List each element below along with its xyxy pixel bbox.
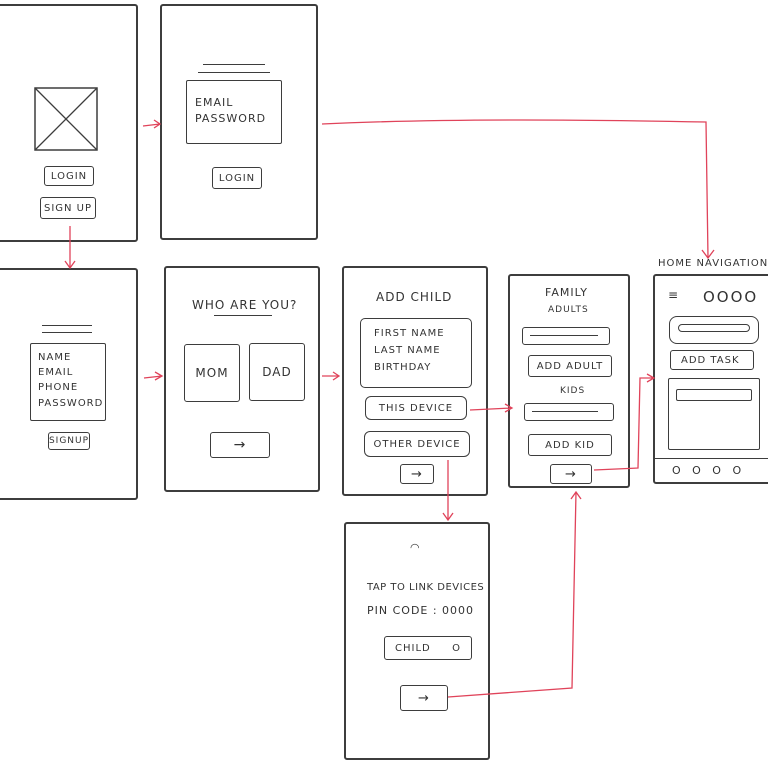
signup-title-line [42,325,92,326]
password-field[interactable]: PASSWORD [195,112,267,125]
home-title: HOME NAVIGATION [658,258,768,269]
child-label: CHILD [395,642,431,654]
progress-bar [678,324,750,332]
login-button[interactable]: LOGIN [212,167,262,189]
kid-entry[interactable] [524,403,614,421]
who-title: WHO ARE YOU? [192,298,298,312]
flow-arrow-start-to-login [142,119,162,129]
tap-to-link-text: TAP TO LINK DEVICES [367,582,485,593]
flow-arrow-who-to-child [322,371,341,381]
phone-field[interactable]: PHONE [38,382,79,393]
child-device-entry[interactable]: CHILD O [384,636,472,660]
start-signup-button[interactable]: SIGN UP [40,197,96,219]
add-child-screen [342,266,488,496]
menu-icon[interactable]: ≡ [668,288,680,302]
home-divider [655,458,768,459]
kid-entry-line [532,411,598,412]
signup-title-line [42,332,92,333]
add-child-title: ADD CHILD [376,290,453,304]
family-avatars[interactable]: OOOO [703,288,759,306]
adult-entry[interactable] [522,327,610,345]
dad-option[interactable]: DAD [249,343,305,401]
login-form-box [186,80,282,144]
family-next-button[interactable]: → [550,464,592,484]
link-next-button[interactable]: → [400,685,448,711]
add-task-button[interactable]: ADD TASK [670,350,754,370]
add-kid-button[interactable]: ADD KID [528,434,612,456]
signup-button[interactable]: SIGNUP [48,432,90,450]
this-device-button[interactable]: THIS DEVICE [365,396,467,420]
task-card[interactable] [668,378,760,450]
start-login-button[interactable]: LOGIN [44,166,94,186]
mom-option[interactable]: MOM [184,344,240,402]
who-next-button[interactable]: → [210,432,270,458]
login-title-line [198,72,270,73]
other-device-button[interactable]: OTHER DEVICE [364,431,470,457]
signup-form-box [30,343,106,421]
bottom-tab-bar[interactable]: O O O O [672,464,746,477]
last-name-field[interactable]: LAST NAME [374,345,441,356]
first-name-field[interactable]: FIRST NAME [374,328,445,339]
flow-arrow-signup-to-who [143,371,164,381]
signup-password-field[interactable]: PASSWORD [38,398,104,409]
child-avatar-icon: O [452,642,461,654]
who-title-underline [214,315,272,316]
email-field[interactable]: EMAIL [195,96,234,109]
name-field[interactable]: NAME [38,352,72,363]
pin-code-text: PIN CODE : 0000 [367,604,475,617]
progress-card[interactable] [669,316,759,344]
signup-email-field[interactable]: EMAIL [38,367,74,378]
family-title: FAMILY [545,286,588,299]
birthday-field[interactable]: BIRTHDAY [374,362,432,373]
add-child-next-button[interactable]: → [400,464,434,484]
signup-screen [0,268,138,500]
flow-arrow-login-to-home [321,119,715,260]
adults-label: ADULTS [548,305,589,315]
wifi-icon: ◠ [410,541,421,554]
add-adult-button[interactable]: ADD ADULT [528,355,612,377]
kids-label: KIDS [560,386,586,396]
child-form-box [360,318,472,388]
login-title-line [203,64,265,65]
task-card-header [676,389,752,401]
adult-entry-line [530,335,598,336]
